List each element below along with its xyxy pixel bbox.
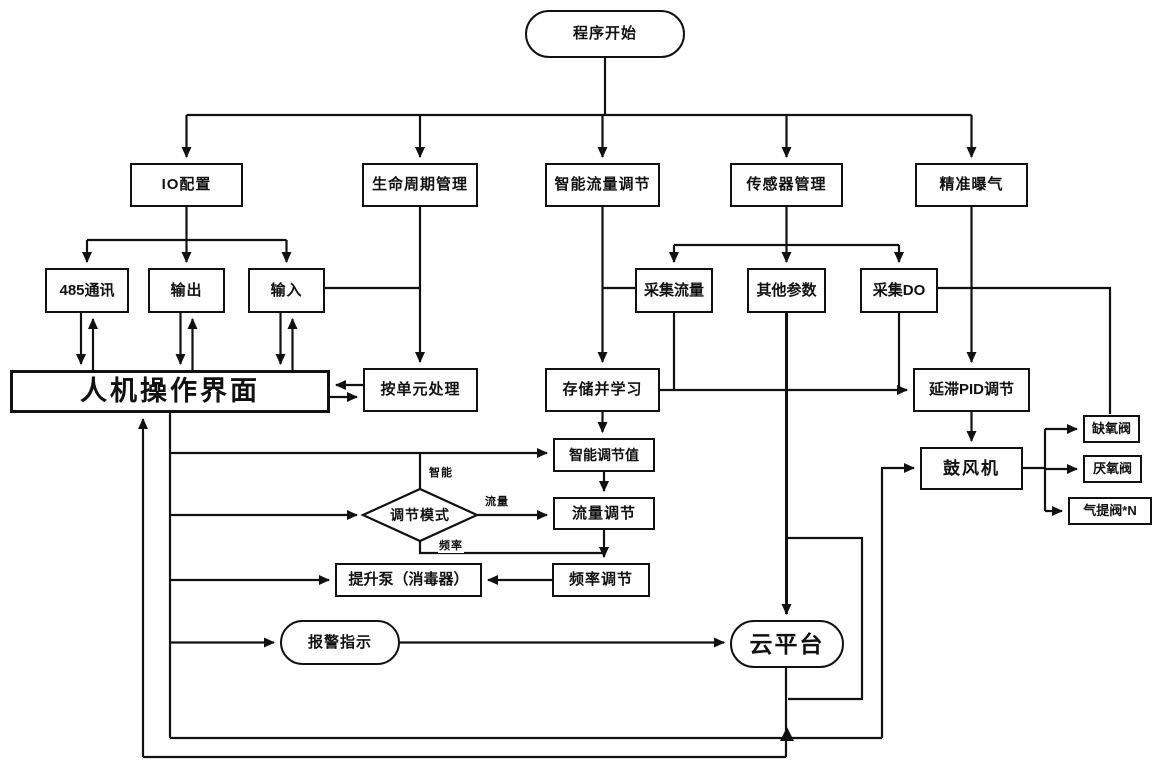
node-collect-do: 采集DO <box>860 268 938 313</box>
node-airlift-valve-n: 气提阀*N <box>1068 497 1152 525</box>
node-alarm-indicator: 报警指示 <box>280 620 400 665</box>
node-smart-adjust-value: 智能调节值 <box>553 438 655 472</box>
node-flow-adjust: 流量调节 <box>553 497 655 530</box>
node-hmi: 人机操作界面 <box>10 370 330 413</box>
node-sensor-mgmt: 传感器管理 <box>730 163 843 207</box>
node-unit-process: 按单元处理 <box>363 368 478 412</box>
node-output: 输出 <box>148 268 225 313</box>
node-other-params: 其他参数 <box>747 268 826 313</box>
node-blower: 鼓风机 <box>920 447 1023 490</box>
edge-label-flow: 流量 <box>484 493 510 509</box>
node-lift-pump-disinfector: 提升泵（消毒器） <box>335 563 482 597</box>
node-store-and-learn: 存储并学习 <box>545 368 660 412</box>
edges <box>76 58 1112 759</box>
node-smart-flow-adjust: 智能流量调节 <box>545 163 660 207</box>
node-anaerobic-valve: 厌氧阀 <box>1083 455 1142 483</box>
node-anoxic-valve: 缺氧阀 <box>1083 415 1140 443</box>
node-io-config: IO配置 <box>130 163 243 207</box>
node-freq-adjust: 频率调节 <box>552 563 650 597</box>
node-485-comm: 485通讯 <box>45 268 129 313</box>
node-cloud-platform: 云平台 <box>730 620 844 668</box>
node-input: 输入 <box>248 268 325 313</box>
node-start: 程序开始 <box>525 10 685 58</box>
node-adjust-mode-decision: 调节模式 <box>390 506 450 523</box>
node-collect-flow: 采集流量 <box>635 268 713 313</box>
node-delay-pid-adjust: 延滞PID调节 <box>913 368 1030 412</box>
edge-label-freq: 频率 <box>438 537 464 553</box>
edge-label-smart: 智能 <box>428 464 454 480</box>
node-precise-aeration: 精准曝气 <box>915 163 1028 207</box>
node-lifecycle-mgmt: 生命周期管理 <box>362 163 478 207</box>
